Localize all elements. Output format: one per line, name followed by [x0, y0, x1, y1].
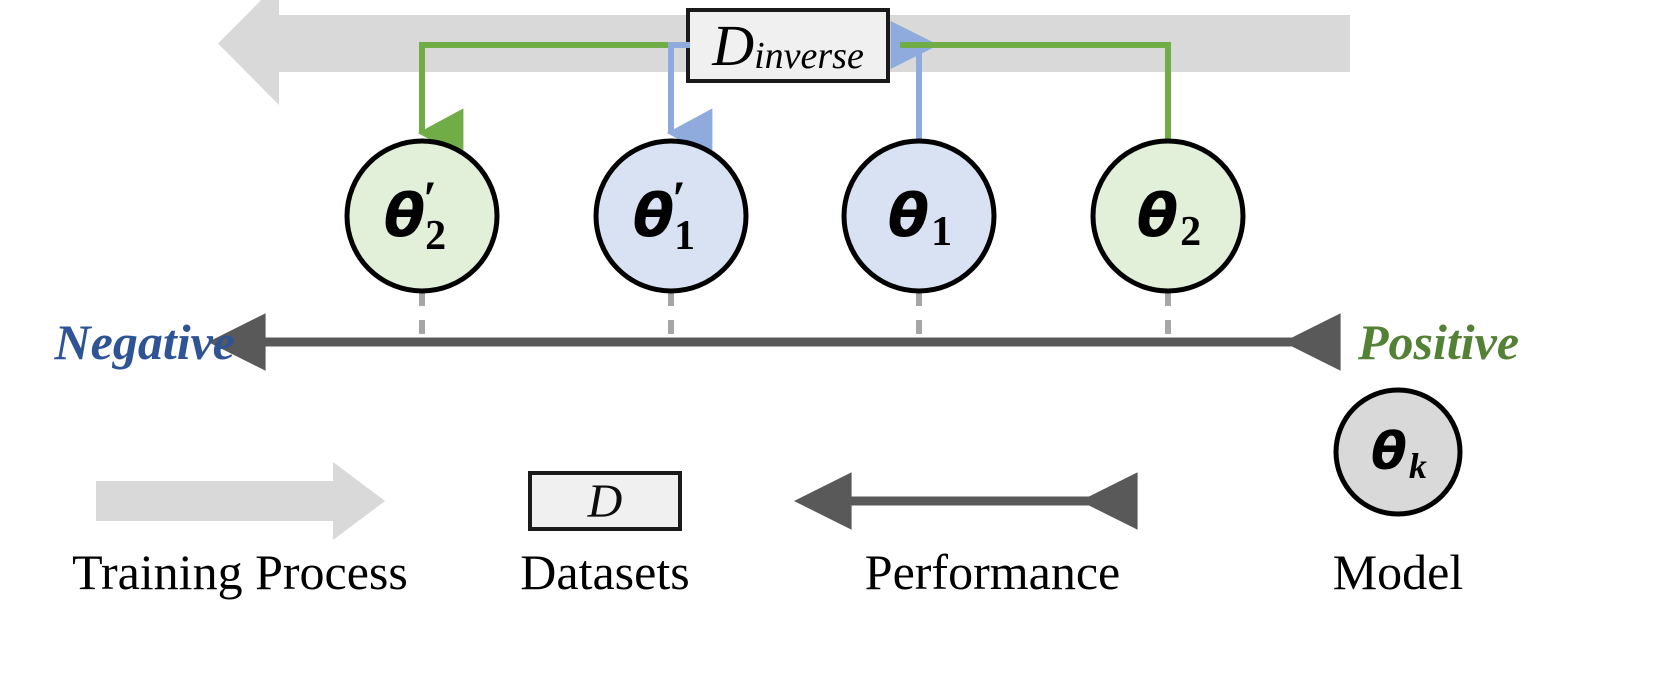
node-theta-prime-2-label: θ′2	[347, 141, 497, 291]
connector-green-right	[900, 42, 1171, 148]
theta-glyph: θ	[1371, 422, 1407, 482]
legend-caption-model: Model	[1332, 544, 1464, 600]
connector-blue-left	[666, 42, 713, 158]
subscript-glyph: 1	[931, 209, 953, 255]
legend-caption-performance: Performance	[864, 544, 1121, 600]
subscript-glyph: 2	[425, 213, 447, 259]
d-inverse-box	[686, 8, 890, 83]
prime-glyph: ′	[423, 170, 438, 226]
theta-glyph: θ	[887, 181, 930, 251]
legend-training-process-glyph	[96, 462, 385, 540]
legend-datasets-glyph	[528, 471, 682, 531]
node-theta-prime-1-label: θ′1	[596, 141, 746, 291]
axis-label-negative: Negative	[54, 314, 235, 370]
d-inverse-subscript: inverse	[754, 34, 864, 77]
node-theta-prime-1[interactable]	[593, 138, 749, 294]
subscript-glyph: k	[1408, 446, 1427, 486]
legend-datasets-box-label: D	[587, 474, 623, 528]
theta-glyph: θ	[1136, 181, 1179, 251]
connector-green-left	[417, 42, 686, 158]
d-inverse-base: D	[712, 12, 755, 78]
legend-model-glyph	[1333, 387, 1463, 517]
subscript-glyph: 2	[1180, 209, 1202, 255]
prime-glyph: ′	[672, 170, 687, 226]
legend-caption-training-process: Training Process	[72, 544, 408, 600]
legend-caption-datasets: Datasets	[520, 544, 690, 600]
axis-label-positive: Positive	[1358, 314, 1520, 370]
node-theta-prime-2[interactable]	[344, 138, 500, 294]
theta-glyph: θ	[632, 181, 675, 251]
subscript-glyph: 1	[674, 213, 696, 259]
node-theta-2[interactable]	[1090, 138, 1246, 294]
node-theta-1[interactable]	[841, 138, 997, 294]
theta-glyph: θ	[383, 181, 426, 251]
node-tick-marks	[419, 292, 1171, 342]
